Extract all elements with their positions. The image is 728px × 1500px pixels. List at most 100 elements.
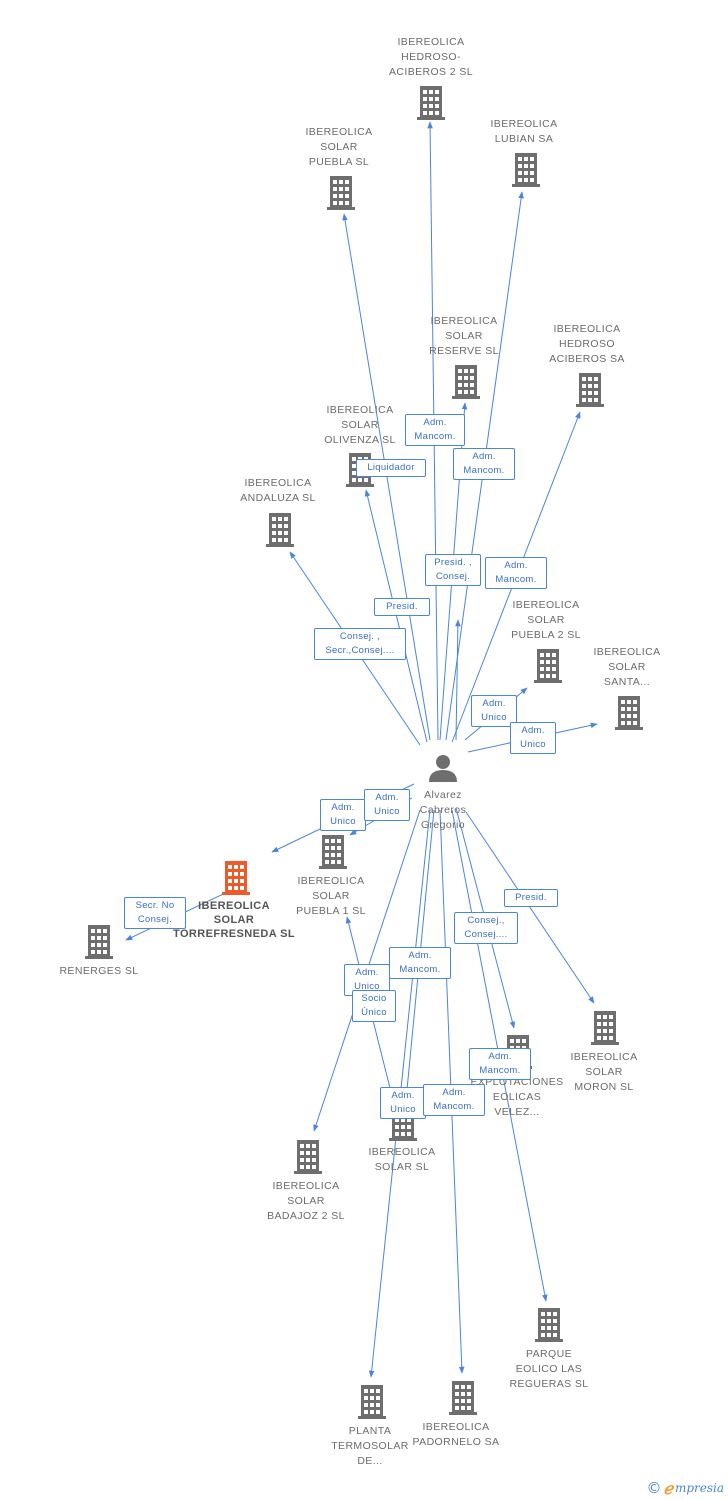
person-name-line: Gregorio <box>420 819 466 831</box>
company-name-line: SOLAR <box>445 330 483 342</box>
role-label-presid-consej[interactable]: Presid. ,Consej. <box>425 554 481 586</box>
company-name-line: IBEREOLICA <box>593 646 661 658</box>
company-name-line: EOLICO LAS <box>515 1363 583 1375</box>
role-label-line: Liquidador <box>367 462 415 473</box>
building-icon[interactable] <box>222 861 250 895</box>
company-name-line: VELEZ... <box>494 1106 540 1118</box>
person-name-line: Cabreros <box>419 804 467 816</box>
company-name-line: IBEREOLICA <box>570 1051 638 1063</box>
empresia-logo-text: mpresia <box>674 1481 724 1495</box>
company-name-line: IBEREOLICA <box>326 404 394 416</box>
company-name-line: HEDROSO- <box>401 51 461 63</box>
building-icon[interactable] <box>327 176 355 210</box>
role-label-line: Consej.... <box>464 929 508 940</box>
role-label-presid-2[interactable]: Presid. <box>504 889 558 907</box>
building-icon[interactable] <box>85 925 113 959</box>
role-label-line: Adm. <box>504 560 528 571</box>
role-label-line: Presid. <box>515 892 547 903</box>
role-label-adm-mancom-3[interactable]: Adm.Mancom. <box>485 557 547 589</box>
role-label-line: Adm. <box>521 725 545 736</box>
company-name-line: BADAJOZ 2 SL <box>267 1210 345 1222</box>
role-label-adm-unico-2[interactable]: Adm.Unico <box>510 722 556 754</box>
company-name-line: DE... <box>357 1455 383 1467</box>
company-name-line: IBEREOLICA <box>198 900 270 912</box>
role-label-adm-unico-1[interactable]: Adm.Unico <box>471 695 517 727</box>
role-label-adm-unico-3[interactable]: Adm. Unico <box>320 799 366 831</box>
role-label-adm-unico-4[interactable]: Adm.Unico <box>364 789 410 821</box>
role-label-adm-unico-6[interactable]: Adm.Unico <box>380 1087 426 1119</box>
role-label-line: Mancom. <box>479 1065 521 1076</box>
company-name-line: SOLAR <box>320 141 358 153</box>
building-icon[interactable] <box>576 373 604 407</box>
building-icon[interactable] <box>512 153 540 187</box>
building-icon[interactable] <box>358 1385 386 1419</box>
person-name-line: Alvarez <box>424 789 462 801</box>
role-label-adm-mancom-1[interactable]: Adm.Mancom. <box>405 414 465 446</box>
company-name-line: SOLAR <box>608 661 646 673</box>
building-icon[interactable] <box>417 86 445 120</box>
company-name-line: PARQUE <box>526 1348 572 1360</box>
company-name-line: SOLAR <box>341 419 379 431</box>
role-label-adm-mancom-5[interactable]: Adm.Mancom. <box>469 1048 531 1080</box>
relation-edge-solar-moron <box>465 811 595 1004</box>
company-name-line: ACIBEROS 2 SL <box>389 66 473 78</box>
building-icon[interactable] <box>535 1308 563 1342</box>
building-icon[interactable] <box>591 1011 619 1045</box>
role-label-liquidador[interactable]: Liquidador <box>356 459 426 477</box>
role-label-line: Unico <box>390 1104 416 1115</box>
company-name-line: IBEREOLICA <box>305 126 373 138</box>
footer: © ℯ mpresia <box>646 1478 724 1498</box>
role-label-line: Presid. , <box>434 557 472 568</box>
role-label-consej-consej[interactable]: Consej.,Consej.... <box>454 912 518 944</box>
building-icon[interactable] <box>534 649 562 683</box>
company-name-line: RESERVE SL <box>429 345 499 357</box>
company-node-renerges[interactable]: RENERGES SL <box>34 964 164 979</box>
building-icon[interactable] <box>319 835 347 869</box>
role-label-line: Adm. <box>355 967 379 978</box>
relation-edge-solar-olivenza <box>364 489 428 743</box>
person-icon[interactable] <box>429 755 457 782</box>
role-label-line: Unico <box>330 816 356 827</box>
company-name-line: SANTA... <box>603 676 651 688</box>
company-name-line: EOLICAS <box>492 1091 542 1103</box>
building-icon[interactable] <box>452 365 480 399</box>
role-label-consej-secr[interactable]: Consej. ,Secr.,Consej.... <box>314 628 406 660</box>
role-label-line: Unico <box>354 981 380 992</box>
role-label-line: Presid. <box>386 601 418 612</box>
company-node-solar-puebla[interactable]: IBEREOLICA SOLAR PUEBLA SL <box>274 125 404 170</box>
role-label-adm-mancom-6[interactable]: Adm.Mancom. <box>423 1084 485 1116</box>
building-icon[interactable] <box>266 513 294 547</box>
role-label-adm-mancom-4[interactable]: Adm.Mancom. <box>389 947 451 979</box>
role-label-line: Adm. <box>472 451 496 462</box>
building-icon[interactable] <box>615 696 643 730</box>
company-name-line: PUEBLA SL <box>308 156 370 168</box>
role-label-line: Adm. <box>331 802 355 813</box>
role-label-adm-mancom-2[interactable]: Adm.Mancom. <box>453 448 515 480</box>
role-label-line: Secr. No <box>135 900 175 911</box>
company-name-line: IBEREOLICA <box>368 1146 436 1158</box>
company-node-solar-santa[interactable]: IBEREOLICA SOLAR SANTA... <box>562 645 692 690</box>
person-name[interactable]: Alvarez Cabreros Gregorio <box>378 788 508 833</box>
role-label-presid-1[interactable]: Presid. <box>374 598 430 616</box>
building-icon[interactable] <box>449 1381 477 1415</box>
building-icon[interactable] <box>294 1140 322 1174</box>
